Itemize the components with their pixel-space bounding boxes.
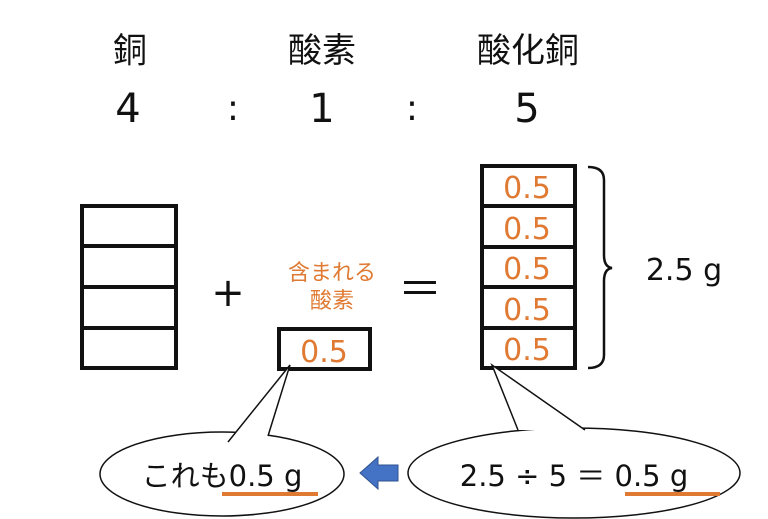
copper-oxide-cell: 0.5 [503, 252, 551, 287]
ratio-separator: : [406, 88, 418, 129]
copper-oxide-cell: 0.5 [503, 333, 551, 368]
header-oxygen: 酸素 [288, 31, 356, 71]
copper-stack [80, 204, 178, 370]
header-copper: 銅 [113, 31, 147, 71]
oxygen-value: 0.5 [300, 335, 348, 370]
oxygen-box [277, 327, 372, 371]
oxygen-label: 含まれる [288, 261, 376, 286]
brace-icon [587, 165, 613, 370]
ratio-copper: 4 [115, 86, 140, 132]
copper-oxide-stack: 0.5 0.5 0.5 0.5 0.5 [480, 164, 577, 370]
right-callout: 2.5 ÷ 5 ＝ 0.5 g [407, 362, 741, 519]
copper-oxide-cell: 0.5 [503, 212, 551, 247]
plus-sign: + [211, 270, 245, 316]
oxygen-label: 酸素 [310, 289, 354, 314]
left-callout: これも0.5 g [99, 364, 345, 517]
ratio-copper-oxide: 5 [514, 86, 539, 132]
equals-sign: ＝ [398, 264, 442, 315]
copper-oxide-cell: 0.5 [503, 293, 551, 328]
right-callout-text: 2.5 ÷ 5 ＝ 0.5 g [460, 459, 689, 493]
ratio-separator: : [227, 88, 239, 129]
total-label: 2.5 g [646, 253, 722, 288]
left-arrow-icon [359, 455, 399, 491]
header-copper-oxide: 酸化銅 [477, 31, 579, 71]
ratio-oxygen: 1 [309, 86, 334, 132]
copper-oxide-cell: 0.5 [503, 171, 551, 206]
left-callout-text: これも0.5 g [142, 459, 303, 493]
